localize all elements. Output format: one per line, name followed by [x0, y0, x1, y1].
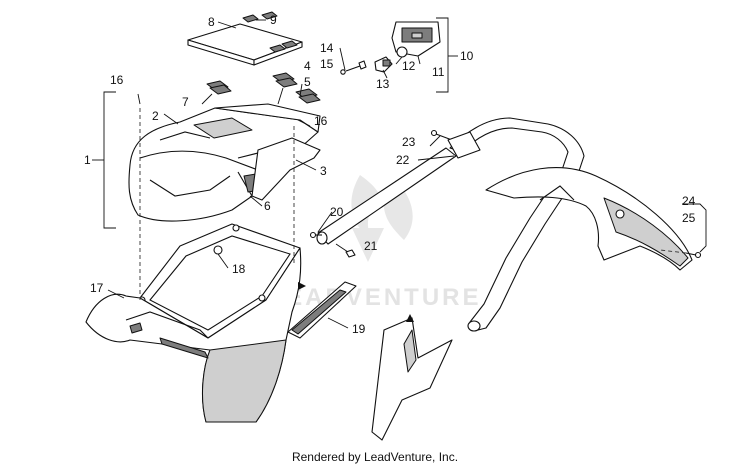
callout-13: 13: [376, 77, 390, 91]
part-24-rear-fender: [485, 167, 693, 271]
part-14-15-screw: [340, 60, 367, 75]
part-19-support: [287, 281, 453, 441]
callout-4: 4: [304, 59, 311, 73]
footer-credit: Rendered by LeadVenture, Inc.: [291, 450, 459, 464]
part-25-screw: [685, 251, 702, 259]
callout-19: 19: [352, 322, 366, 336]
bracket-10: [436, 17, 458, 93]
part-3-rear-panel: [251, 137, 321, 201]
callout-18: 18: [232, 262, 246, 276]
callout-9: 9: [270, 13, 277, 27]
watermark-text: LEADVENTURE: [268, 284, 481, 311]
part-5-gasket: [295, 88, 321, 104]
callout-7: 7: [182, 95, 189, 109]
callout-21: 21: [364, 239, 378, 253]
bracket-1: [92, 91, 116, 229]
callout-15: 15: [320, 57, 334, 71]
leader-lines: [107, 19, 707, 329]
callout-6: 6: [264, 199, 271, 213]
part-21-nut: [345, 249, 356, 258]
callout-14: 14: [320, 41, 334, 55]
callout-3: 3: [320, 164, 327, 178]
callout-2: 2: [152, 109, 159, 123]
callout-12: 12: [402, 59, 416, 73]
callout-22: 22: [396, 153, 410, 167]
assembly-lines: [139, 108, 687, 300]
part-2-seat-cover: [128, 103, 321, 222]
callout-25: 25: [682, 211, 696, 225]
callout-11: 11: [432, 65, 445, 79]
callout-24: 24: [682, 194, 696, 208]
callout-16a: 16: [110, 73, 124, 87]
part-23-bolt: [430, 129, 481, 159]
callout-23: 23: [402, 135, 416, 149]
callout-5: 5: [304, 75, 311, 89]
direction-markers: [298, 282, 414, 322]
callout-10: 10: [460, 49, 474, 63]
part-9-clips: [242, 11, 298, 53]
callout-1: 1: [84, 153, 91, 167]
callout-20: 20: [330, 205, 344, 219]
callout-labels: 1 2 3 4 5 6 7 8 9 10 11 12 13 14 15 16 1…: [84, 13, 696, 336]
part-4-gasket: [272, 72, 298, 88]
part-7-gasket: [206, 80, 232, 95]
callout-16b: 16: [314, 114, 328, 128]
part-20-bolt: [309, 231, 322, 239]
callout-17: 17: [90, 281, 104, 295]
callout-8: 8: [208, 15, 215, 29]
part-17-rear-cover: [85, 247, 302, 423]
